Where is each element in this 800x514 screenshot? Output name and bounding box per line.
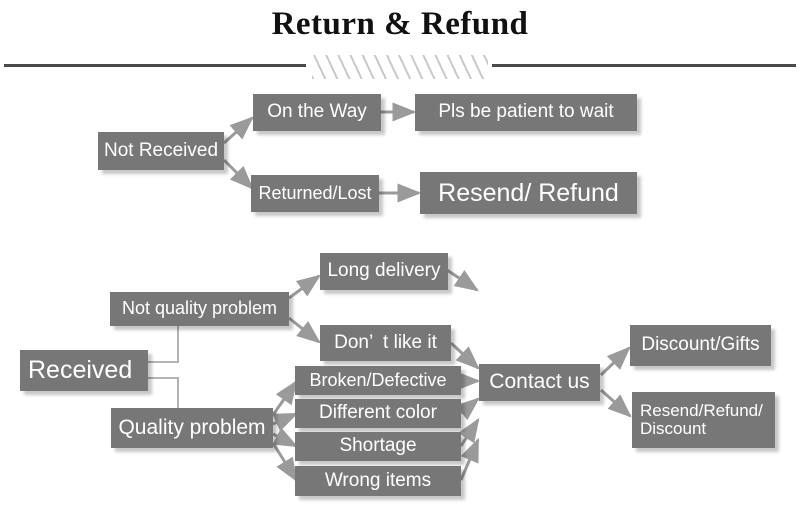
node-label: Not Received [103,139,219,161]
node-label: On the Way [267,101,367,123]
divider-rule-right [492,64,796,67]
node-label: Not quality problem [121,298,278,319]
node-label: Don’ t like it [334,331,437,353]
node-label-line1: Resend/Refund/ [640,400,763,420]
node-on-the-way[interactable]: On the Way [253,94,381,131]
node-label: Returned/Lost [258,182,372,203]
node-label: Pls be patient to wait [438,101,614,123]
node-discount-gifts[interactable]: Discount/Gifts [630,325,771,366]
node-label: Received [28,356,133,385]
node-label: Discount/Gifts [641,334,760,356]
node-label: Contact us [489,370,590,394]
node-label: Different color [319,402,437,424]
node-different-color[interactable]: Different color [295,399,461,428]
node-label: Broken/Defective [309,369,447,390]
node-contact-us[interactable]: Contact us [479,364,600,401]
divider-rule-left [4,64,306,67]
node-resend-refund-discount[interactable]: Resend/Refund/ Discount [632,392,775,448]
node-broken-defective[interactable]: Broken/Defective [295,366,461,395]
node-label: Wrong items [324,469,432,491]
header-divider [0,55,800,79]
node-dont-like-it[interactable]: Don’ t like it [320,325,451,361]
node-label-line2: Discount [640,419,707,438]
page-title: Return & Refund [271,6,529,42]
node-long-delivery[interactable]: Long delivery [320,253,448,290]
node-resend-refund[interactable]: Resend/ Refund [420,172,637,214]
node-not-received[interactable]: Not Received [98,132,224,170]
node-returned-lost[interactable]: Returned/Lost [251,175,379,212]
node-label: Shortage [339,435,417,457]
node-quality-problem[interactable]: Quality problem [111,408,273,448]
node-label: Long delivery [327,260,441,282]
node-label: Quality problem [118,415,266,439]
node-wrong-items[interactable]: Wrong items [295,466,461,496]
node-pls-be-patient-to-wait[interactable]: Pls be patient to wait [415,94,637,131]
hatched-divider-icon [312,55,488,79]
node-received[interactable]: Received [20,350,148,391]
node-label: Resend/ Refund [438,178,619,207]
node-shortage[interactable]: Shortage [295,432,461,461]
node-not-quality-problem[interactable]: Not quality problem [110,292,289,326]
